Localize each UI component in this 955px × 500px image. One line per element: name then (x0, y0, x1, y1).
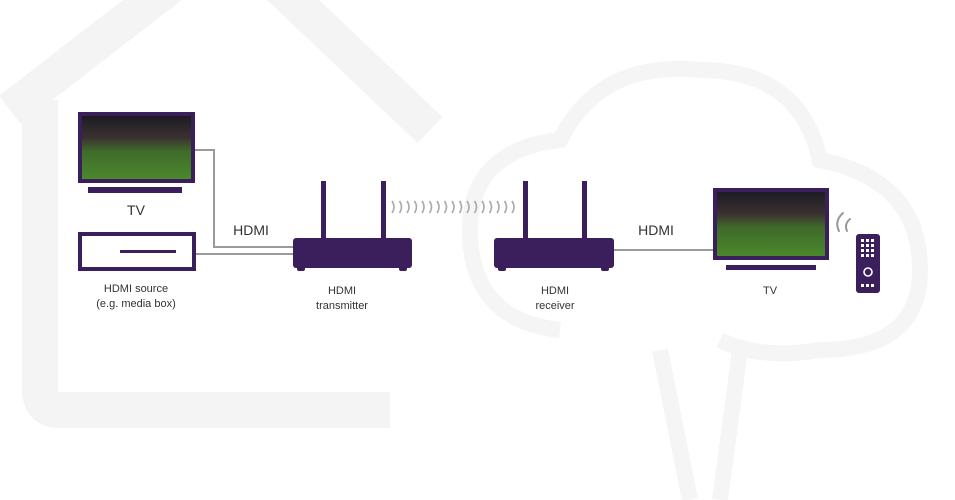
transmitter-label-line2: transmitter (316, 300, 368, 312)
tv-right-label: TV (762, 285, 778, 297)
wave-arc (413, 200, 418, 214)
wave-arc (443, 200, 448, 214)
wave-arc (481, 200, 485, 214)
remote-button (861, 254, 864, 257)
wave-arc (466, 200, 470, 214)
remote-button (871, 254, 874, 257)
watermark-tree-icon (461, 60, 929, 500)
transmitter-label-line1: HDMI (327, 285, 357, 297)
wave-arc (421, 200, 425, 214)
remote-button (866, 244, 869, 247)
remote-button (866, 239, 869, 242)
receiver-label-line1: HDMI (540, 285, 570, 297)
wave-arc (496, 200, 500, 214)
remote-signal-icon (836, 212, 851, 232)
remote-button (871, 239, 874, 242)
remote-control-icon (856, 234, 880, 293)
remote-button (871, 244, 874, 247)
wave-arc (473, 200, 478, 214)
remote-button (861, 239, 864, 242)
hdmi-right-label: HDMI (638, 222, 674, 238)
remote-button (861, 249, 864, 252)
remote-button (866, 254, 869, 257)
hdmi-source-label-line1: HDMI source (103, 283, 169, 295)
tv-left-label: TV (127, 202, 145, 218)
media-box-icon (78, 232, 196, 271)
wave-arc (398, 200, 403, 214)
receiver-icon (494, 181, 614, 271)
wave-arc (503, 200, 508, 214)
remote-button (866, 249, 869, 252)
remote-button (861, 244, 864, 247)
remote-button (871, 249, 874, 252)
wave-arc (428, 200, 433, 214)
transmitter-icon (293, 181, 412, 271)
watermark-house-icon (0, 0, 443, 428)
receiver-label-line2: receiver (535, 300, 575, 312)
hdmi-source-label-line2: (e.g. media box) (96, 298, 176, 310)
wave-arc (406, 200, 410, 214)
wave-arc (436, 200, 440, 214)
tv-right-icon (713, 188, 829, 270)
wave-arc (451, 200, 455, 214)
hdmi-cables (195, 149, 713, 255)
wave-arc (458, 200, 463, 214)
tv-left-icon (78, 112, 195, 193)
wave-arc (488, 200, 493, 214)
wireless-signal-icon (391, 200, 515, 214)
hdmi-left-label: HDMI (233, 222, 269, 238)
wave-arc (511, 200, 515, 214)
wave-arc (391, 200, 395, 214)
